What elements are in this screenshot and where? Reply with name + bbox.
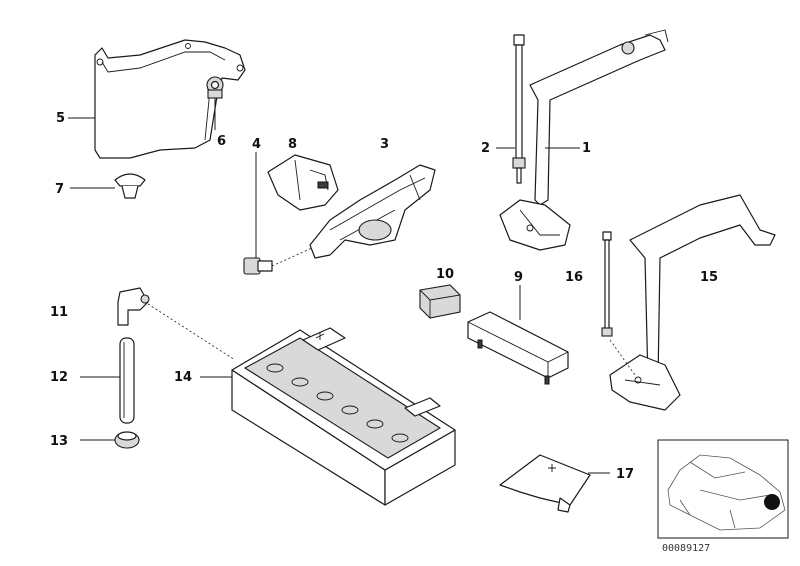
part-1-holding-bracket[interactable] [499,29,669,251]
callout-4[interactable]: 4 [252,137,261,152]
part-10-relay[interactable] [419,284,461,319]
callout-8[interactable]: 8 [288,137,297,152]
callout-10[interactable]: 10 [436,267,454,282]
part-17-plate[interactable] [499,454,591,513]
callout-3[interactable]: 3 [380,137,389,152]
leader-lines [68,98,610,474]
callout-12[interactable]: 12 [50,370,68,385]
callout-1[interactable]: 1 [582,141,591,156]
part-12-hose[interactable] [119,337,135,424]
callout-6[interactable]: 6 [217,134,226,149]
part-15-bracket[interactable] [601,194,776,411]
part-9-spacer[interactable] [467,311,569,385]
callout-5[interactable]: 5 [56,111,65,126]
callout-16[interactable]: 16 [565,270,583,285]
part-2-rod[interactable] [512,34,526,184]
car-location-icon [667,454,786,531]
part-6-nut[interactable] [206,76,224,99]
callout-14[interactable]: 14 [174,370,192,385]
callout-17[interactable]: 17 [616,467,634,482]
callout-11[interactable]: 11 [50,305,68,320]
reference-code: 00089127 [662,543,710,554]
part-8-cover[interactable] [267,154,339,211]
callout-labels: 1 2 3 4 5 6 7 8 9 10 11 12 13 14 15 16 1… [50,111,718,482]
callout-9[interactable]: 9 [514,270,523,285]
part-4-bolt[interactable] [243,247,313,275]
callout-7[interactable]: 7 [55,182,64,197]
part-5-bracket[interactable] [94,39,246,159]
part-11-elbow[interactable] [117,287,236,361]
callout-15[interactable]: 15 [700,270,718,285]
callout-13[interactable]: 13 [50,434,68,449]
part-14-battery[interactable] [231,327,456,506]
part-13-grommet[interactable] [114,431,140,449]
car-location-inset [657,439,789,539]
part-3-holder[interactable] [309,164,436,259]
callout-2[interactable]: 2 [481,141,490,156]
part-7-clip[interactable] [114,173,146,199]
